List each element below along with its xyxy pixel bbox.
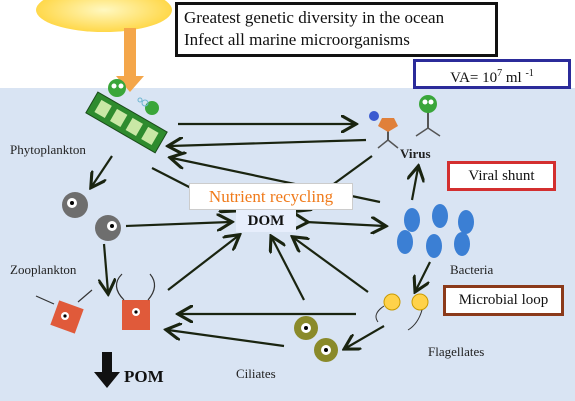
pom-down-arrow-icon <box>94 352 120 388</box>
ocean-background <box>0 88 575 401</box>
title-box: Greatest genetic diversity in the ocean … <box>175 2 498 57</box>
va-unit-exponent: -1 <box>525 68 534 79</box>
arrow-flag-to-cil <box>346 325 385 348</box>
arrow-zoo-to-dom <box>125 222 230 226</box>
phytoplankton-label: Phytoplankton <box>10 142 86 157</box>
sunbeam-arrow-icon <box>116 28 144 92</box>
va-box: VA= 107 ml -1 <box>413 59 571 89</box>
viral-shunt-box: Viral shunt <box>447 161 556 191</box>
zooplankton-label: Zooplankton <box>10 262 77 277</box>
arrow-cil-to-red <box>168 330 285 348</box>
va-exponent: 7 <box>497 68 503 79</box>
title-line-2: Infect all marine microorganisms <box>184 30 410 49</box>
virus-icon <box>369 95 441 149</box>
ciliates-label: Ciliates <box>236 366 276 381</box>
pom-label: POM <box>124 367 164 386</box>
va-prefix: VA= 10 <box>450 70 498 86</box>
arrow-red-to-dom <box>167 236 238 291</box>
phytoplankton-icon <box>85 79 168 154</box>
arrow-flag-to-dom <box>294 238 369 293</box>
bacteria-icon <box>397 204 474 258</box>
microbial-loop-box: Microbial loop <box>443 285 564 316</box>
arrow-virus-to-phyto <box>170 140 367 146</box>
arrow-dom-bacteria <box>306 222 384 226</box>
bacteria-label: Bacteria <box>450 262 494 277</box>
flagellate-icon <box>375 293 429 331</box>
sun-icon <box>36 0 172 32</box>
zooplankton-icon <box>62 192 121 241</box>
dom-label: DOM <box>236 210 296 232</box>
arrow-bacteria-to-flag <box>416 261 431 290</box>
arrow-bacteria-to-virus <box>412 168 418 201</box>
flagellates-label: Flagellates <box>428 344 485 359</box>
title-line-1: Greatest genetic diversity in the ocean <box>184 8 445 27</box>
virus-label: Virus <box>400 146 431 161</box>
red-zooplankton-icon <box>35 273 156 334</box>
arrow-zoo-to-red <box>104 243 108 292</box>
arrow-cil-to-dom <box>272 238 305 301</box>
va-unit: ml <box>502 70 526 86</box>
ciliate-icon <box>294 316 338 362</box>
nutrient-recycling-box: Nutrient recycling <box>189 183 353 210</box>
arrow-phyto-to-zoo <box>92 155 113 186</box>
